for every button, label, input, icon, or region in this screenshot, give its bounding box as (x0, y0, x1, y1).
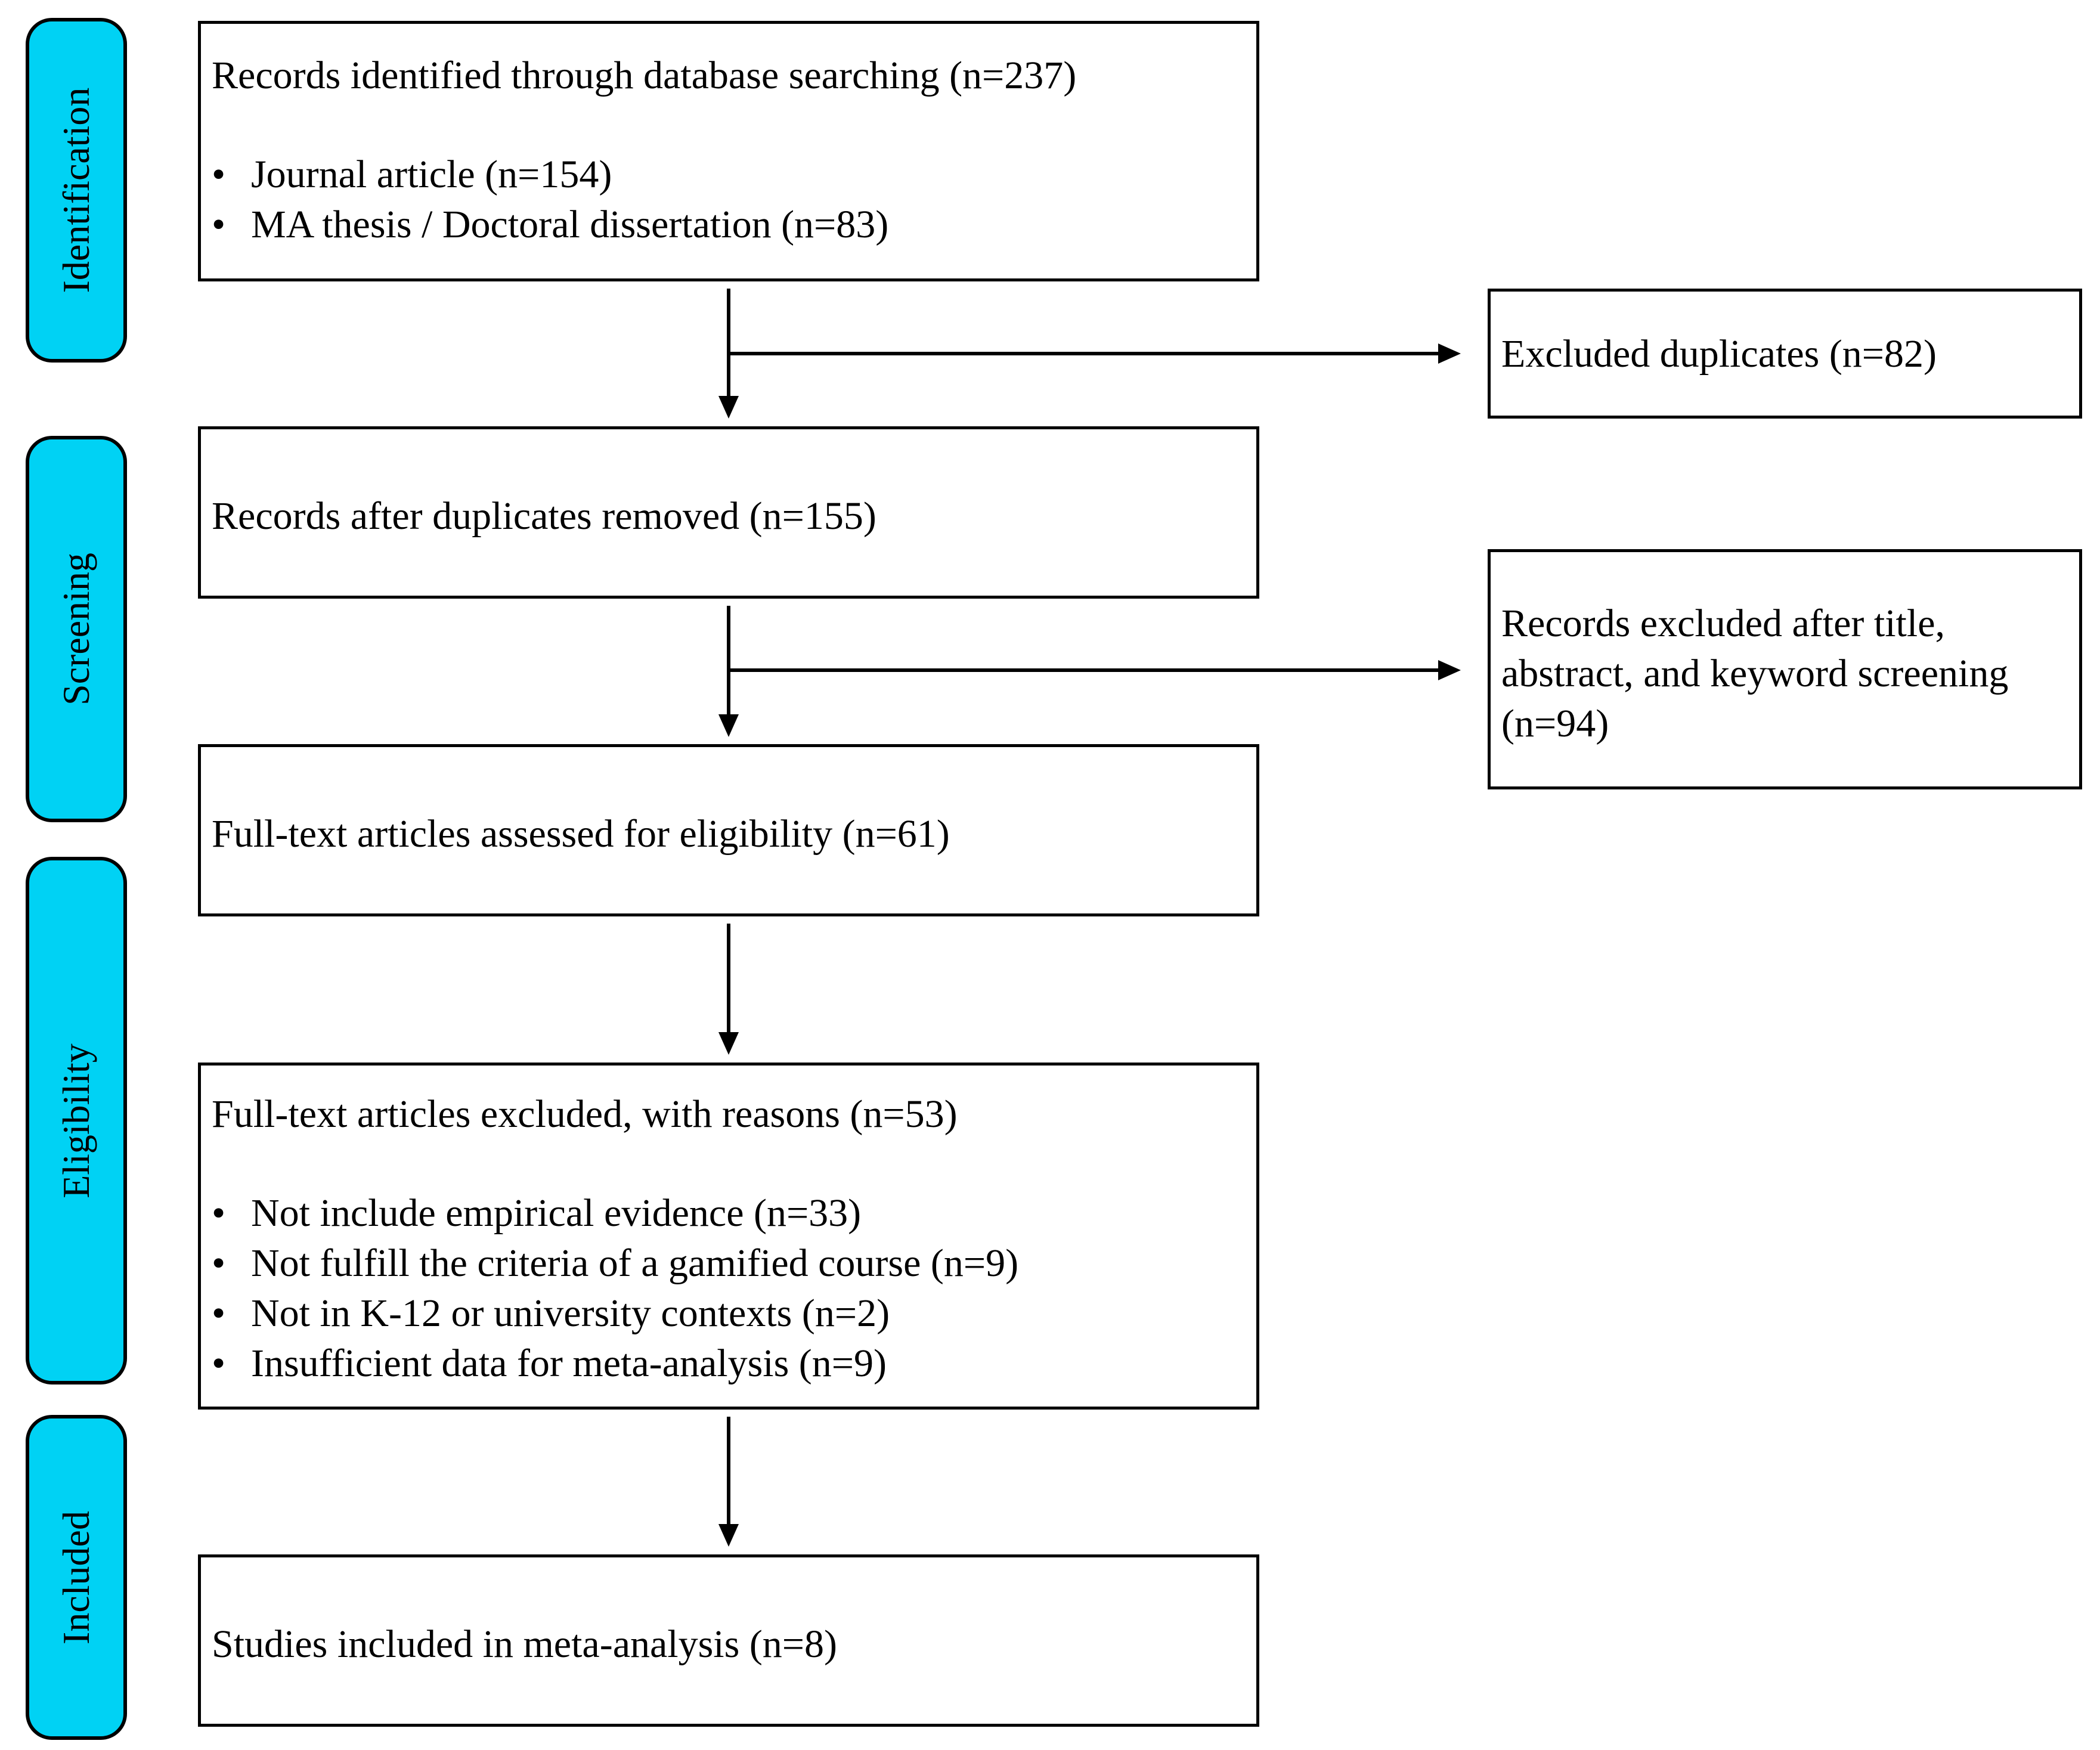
box-line: (n=94) (1501, 702, 1609, 745)
included-studies-box: Studies included in meta-analysis (n=8) (198, 1554, 1259, 1727)
bullet-glyph: • (212, 1191, 226, 1235)
arrowhead-right-2 (1438, 660, 1461, 680)
bullet-text: Not include empirical evidence (n=33) (251, 1191, 862, 1235)
phase-included: Included (26, 1415, 127, 1740)
bullet-glyph: • (212, 1342, 226, 1385)
full-text-assessed-box: Full-text articles assessed for eligibil… (198, 744, 1259, 916)
bullet-text: MA thesis / Doctoral dissertation (n=83) (251, 203, 889, 246)
list-item: • Journal article (n=154) (212, 150, 1256, 200)
box-line: Records excluded after title, (1501, 602, 1946, 645)
bullet-text: Not in K-12 or university contexts (n=2) (251, 1291, 890, 1335)
box-title: Records identified through database sear… (212, 54, 1077, 97)
arrowhead-down-3 (718, 1032, 739, 1055)
list-item: • Not fulfill the criteria of a gamified … (212, 1238, 1256, 1289)
box-title: Excluded duplicates (n=82) (1501, 332, 1937, 376)
box-title: Full-text articles assessed for eligibil… (212, 812, 950, 856)
bullet-list: • Not include empirical evidence (n=33) •… (212, 1188, 1256, 1389)
phase-screening: Screening (26, 436, 127, 822)
bullet-text: Journal article (n=154) (251, 153, 612, 196)
bullet-glyph: • (212, 1241, 226, 1285)
list-item: • Insufficient data for meta-analysis (n=… (212, 1339, 1256, 1389)
bullet-glyph: • (212, 153, 226, 196)
box-title: Full-text articles excluded, with reason… (212, 1092, 958, 1136)
excluded-duplicates-box: Excluded duplicates (n=82) (1488, 289, 2082, 419)
bullet-list: • Journal article (n=154) • MA thesis / Do… (212, 150, 1256, 250)
list-item: • Not in K-12 or university contexts (n=2… (212, 1289, 1256, 1339)
list-item: • Not include empirical evidence (n=33) (212, 1188, 1256, 1238)
phase-identification: Identification (26, 18, 127, 363)
box-line: abstract, and keyword screening (1501, 652, 2009, 695)
screening-excluded-box: Records excluded after title, abstract, … (1488, 549, 2082, 789)
identified-records-box: Records identified through database sear… (198, 21, 1259, 281)
arrowhead-down-4 (718, 1524, 739, 1547)
box-title: Studies included in meta-analysis (n=8) (212, 1622, 838, 1666)
bullet-text: Not fulfill the criteria of a gamified c… (251, 1241, 1019, 1285)
bullet-glyph: • (212, 1291, 226, 1335)
list-item: • MA thesis / Doctoral dissertation (n=83… (212, 200, 1256, 250)
arrowhead-down-1 (718, 396, 739, 419)
after-duplicates-box: Records after duplicates removed (n=155) (198, 426, 1259, 599)
arrowhead-right-1 (1438, 343, 1461, 364)
full-text-excluded-box: Full-text articles excluded, with reason… (198, 1063, 1259, 1410)
phase-eligibility: Eligibility (26, 857, 127, 1384)
arrowhead-down-2 (718, 714, 739, 737)
bullet-text: Insufficient data for meta-analysis (n=9… (251, 1342, 887, 1385)
bullet-glyph: • (212, 203, 226, 246)
box-title: Records after duplicates removed (n=155) (212, 494, 876, 538)
